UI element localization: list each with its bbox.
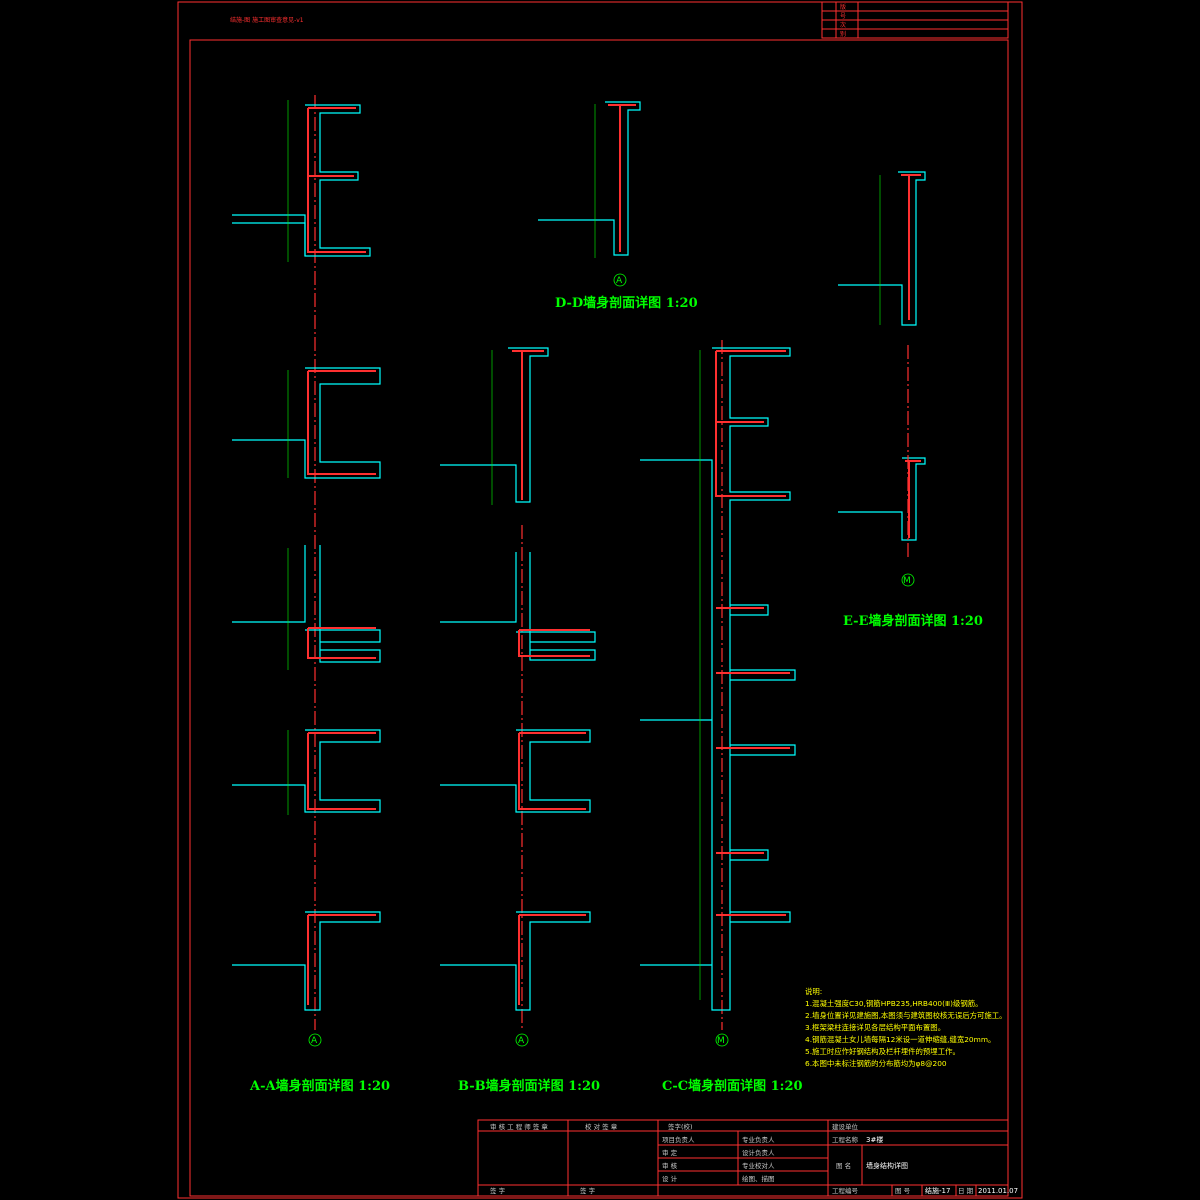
tb-date-value: 2011.01.07: [978, 1187, 1018, 1195]
title-aa: A-A墙身剖面详图 1:20: [249, 1078, 390, 1094]
note-1: 1.混凝土强度C30,钢筋HPB235,HRB400(Ⅲ)级钢筋。: [805, 999, 983, 1008]
tb-sheet-label: 图 号: [895, 1187, 911, 1195]
tb-prof-lead: 专业负责人: [742, 1135, 775, 1144]
axis-marker-bb: A: [518, 1036, 525, 1046]
tb-chief-designer: 项目负责人: [662, 1135, 695, 1144]
tb-checker: 审 定: [662, 1148, 678, 1157]
revision-block: 版 号 次 别: [821, 1, 1009, 39]
revision-label-2: 号: [840, 13, 846, 20]
tb-drafter: 绘图、描图: [742, 1174, 775, 1183]
axis-marker-ee: M: [903, 576, 911, 586]
header-note: 结施-图 施工图审查意见-v1: [230, 16, 304, 24]
tb-sign-col-2: 签 字: [580, 1186, 596, 1195]
tb-client-label: 建设单位: [832, 1122, 859, 1131]
tb-sheet-value: 结施-17: [925, 1186, 950, 1195]
revision-label-1: 版: [840, 3, 846, 11]
tb-date-label: 日 期: [958, 1187, 974, 1195]
axis-marker-dd: A: [616, 276, 623, 286]
tb-project-label: 工程名称: [832, 1135, 859, 1144]
title-cc: C-C墙身剖面详图 1:20: [662, 1078, 803, 1094]
tb-sign-col: 签 字: [490, 1186, 506, 1195]
tb-project-value: 3#楼: [866, 1135, 883, 1144]
tb-designer: 设 计: [662, 1174, 678, 1183]
tb-approval-stamp: 审 核 工 程 师 签 章: [490, 1122, 548, 1131]
axis-marker-cc: M: [717, 1036, 725, 1046]
title-block: [477, 1119, 1009, 1197]
title-dd: D-D墙身剖面详图 1:20: [555, 295, 698, 311]
note-2: 2.墙身位置详见建施图,本图须与建筑图校核无误后方可施工。: [805, 1011, 1007, 1020]
section-bb-details: [440, 347, 596, 1047]
section-aa-details: [232, 95, 381, 1047]
outer-border: [177, 1, 1023, 1199]
revision-label-3: 次: [840, 21, 846, 29]
tb-drawing-value: 墙身结构详图: [866, 1161, 908, 1170]
note-3: 3.框架梁柱连接详见各层结构平面布置图。: [805, 1023, 945, 1032]
axis-marker-aa: A: [311, 1036, 318, 1046]
section-ee-details: [838, 171, 926, 587]
tb-verifier: 审 核: [662, 1161, 678, 1170]
note-4: 4.钢筋混凝土女儿墙每隔12米设一道伸缩缝,缝宽20mm。: [805, 1035, 995, 1044]
title-block-text: 审 核 工 程 师 签 章 校 对 签 章 签字(校) 项目负责人 专业负责人 …: [490, 1122, 1018, 1195]
tb-cad-col: 签字(校): [668, 1122, 693, 1131]
tb-designer-lead: 设计负责人: [742, 1148, 775, 1157]
note-6: 6.本图中未标注钢筋的分布筋均为φ8@200: [805, 1059, 947, 1068]
general-notes: 说明: 1.混凝土强度C30,钢筋HPB235,HRB400(Ⅲ)级钢筋。 2.…: [805, 987, 1007, 1068]
section-cc-details: [640, 340, 796, 1047]
notes-heading: 说明:: [805, 987, 822, 996]
revision-label-4: 别: [840, 30, 846, 38]
tb-drawing-label: 图 名: [836, 1161, 851, 1170]
title-bb: B-B墙身剖面详图 1:20: [458, 1078, 600, 1094]
tb-review-stamp: 校 对 签 章: [585, 1122, 618, 1131]
tb-prof-checker: 专业校对人: [742, 1161, 775, 1170]
title-ee: E-E墙身剖面详图 1:20: [843, 613, 983, 629]
tb-proj-no-label: 工程编号: [832, 1186, 859, 1195]
note-5: 5.施工时应作好钢结构及栏杆埋件的预埋工作。: [805, 1047, 960, 1056]
section-dd-details: [538, 101, 641, 287]
